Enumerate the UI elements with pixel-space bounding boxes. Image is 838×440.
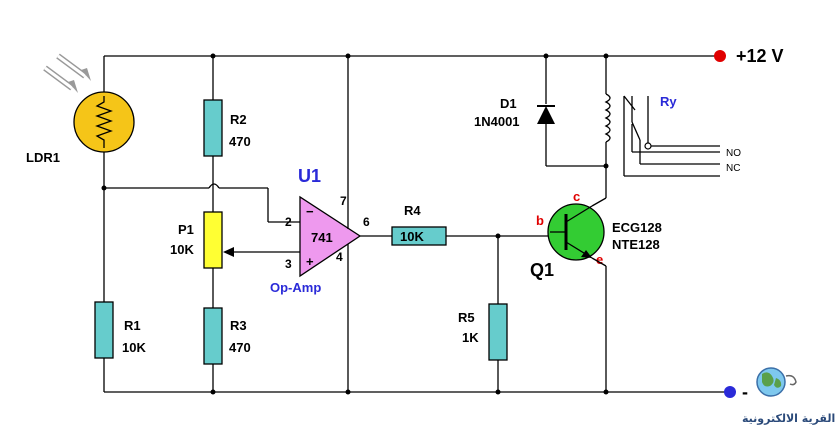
ldr-ref-label: LDR1 [26, 150, 60, 165]
opamp-minus-sign: − [306, 204, 314, 219]
d1-ref-label: D1 [500, 96, 517, 111]
opamp-pin4-label: 4 [336, 250, 343, 264]
r5-value-label: 1K [462, 330, 479, 345]
r1-value-label: 10K [122, 340, 146, 355]
opamp-caption: Op-Amp [270, 280, 321, 295]
opamp-pin6-label: 6 [363, 215, 370, 229]
relay-no-label: NO [726, 148, 741, 159]
q1-base-label: b [536, 213, 544, 228]
globe-logo-icon [756, 367, 797, 397]
positive-supply-label: +12 V [736, 46, 784, 66]
resistor-r1 [94, 301, 114, 359]
r1-ref-label: R1 [124, 318, 141, 333]
opamp-part-label: 741 [311, 230, 333, 245]
opamp-pin3-label: 3 [285, 257, 292, 271]
q1-emitter-label: e [596, 252, 603, 267]
resistor-r5 [488, 303, 508, 361]
q1-ref-label: Q1 [530, 260, 554, 280]
opamp-plus-sign: + [306, 254, 314, 269]
r4-value-label: 10K [400, 229, 424, 244]
d1-part-label: 1N4001 [474, 114, 520, 129]
opamp-pin2-label: 2 [285, 215, 292, 229]
relay-coil [604, 93, 611, 143]
r2-ref-label: R2 [230, 112, 247, 127]
opamp-u1 [299, 195, 362, 278]
relay-contacts [623, 95, 720, 177]
diode-d1 [537, 105, 555, 124]
resistor-r3 [203, 307, 223, 365]
potentiometer-p1 [203, 211, 234, 269]
negative-supply-label: - [742, 382, 748, 402]
r4-ref-label: R4 [404, 203, 421, 218]
p1-value-label: 10K [170, 242, 194, 257]
relay-ref-label: Ry [660, 94, 677, 109]
q1-collector-label: c [573, 189, 580, 204]
transistor-q1 [547, 203, 605, 261]
light-arrows [43, 53, 91, 93]
r5-ref-label: R5 [458, 310, 475, 325]
r2-value-label: 470 [229, 134, 251, 149]
resistor-r2 [203, 99, 223, 157]
q1-part2-label: NTE128 [612, 237, 660, 252]
positive-terminal [714, 50, 726, 62]
logo-text: القرية الالكترونية [742, 412, 835, 425]
q1-part1-label: ECG128 [612, 220, 662, 235]
ldr-symbol [73, 91, 135, 153]
p1-ref-label: P1 [178, 222, 194, 237]
opamp-pin7-label: 7 [340, 194, 347, 208]
r3-value-label: 470 [229, 340, 251, 355]
opamp-ref-label: U1 [298, 166, 321, 186]
negative-terminal [724, 386, 736, 398]
r3-ref-label: R3 [230, 318, 247, 333]
relay-nc-label: NC [726, 163, 740, 174]
